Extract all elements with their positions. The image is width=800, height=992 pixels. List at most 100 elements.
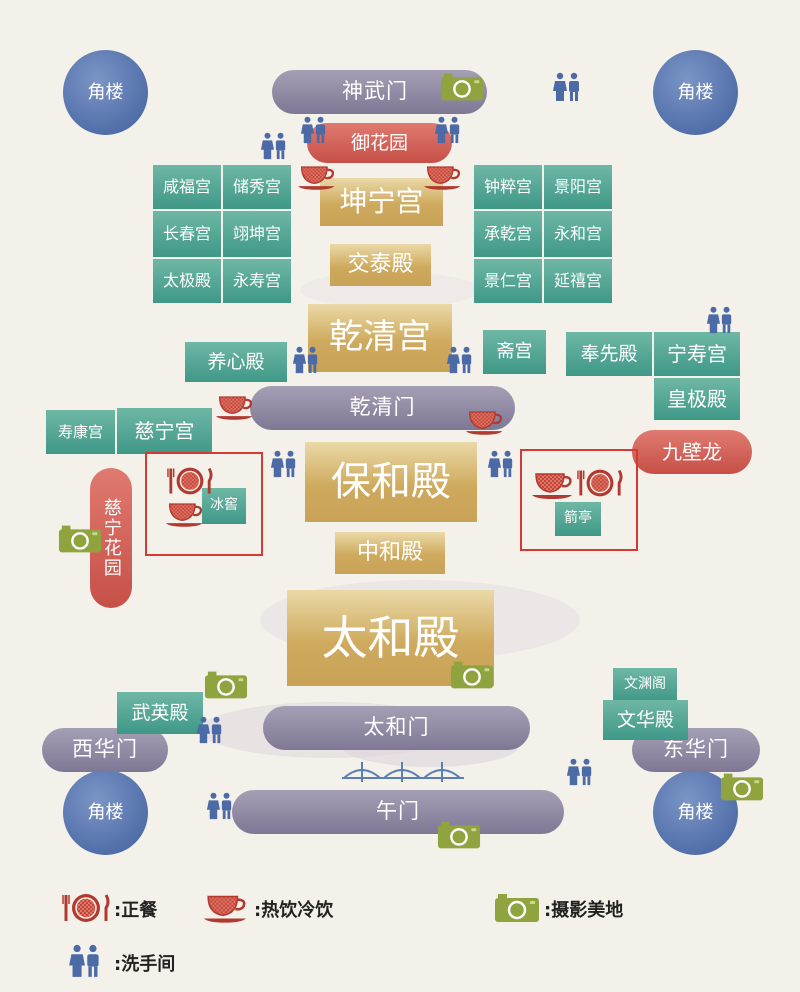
palace-taijidian[interactable]: 太极殿 bbox=[153, 259, 221, 303]
palace-jingyanggong[interactable]: 景阳宫 bbox=[544, 165, 612, 209]
corner-tower-label: 角楼 bbox=[87, 801, 124, 823]
golden-water-bridges-icon bbox=[342, 762, 464, 782]
legend-meal-label: :正餐 bbox=[114, 900, 158, 921]
restroom-icon bbox=[260, 132, 288, 160]
legend-drinks-label: :热饮冷饮 bbox=[254, 900, 334, 921]
restroom-icon bbox=[68, 944, 102, 978]
camera-icon bbox=[440, 72, 484, 102]
garden-label: 御花园 bbox=[350, 131, 408, 154]
camera-icon bbox=[58, 524, 102, 554]
meal-plate-icon bbox=[577, 467, 623, 499]
meal-plate-icon bbox=[167, 465, 213, 497]
palace-label: 永和宫 bbox=[553, 224, 602, 244]
hall-label: 中和殿 bbox=[356, 539, 423, 565]
palace-huangjidian[interactable]: 皇极殿 bbox=[654, 378, 740, 420]
palace-wenhuadian[interactable]: 文华殿 bbox=[603, 700, 688, 740]
garden-yuhuayuan[interactable]: 御花园 bbox=[307, 123, 452, 163]
meal-plate-icon bbox=[62, 892, 110, 924]
palace-label: 慈宁宫 bbox=[134, 419, 195, 443]
palace-chuxiugong[interactable]: 储秀宫 bbox=[223, 165, 291, 209]
gate-label: 午门 bbox=[376, 799, 420, 824]
corner-tower-label: 角楼 bbox=[87, 81, 124, 103]
palace-xianfugong[interactable]: 咸福宫 bbox=[153, 165, 221, 209]
cup-icon bbox=[204, 892, 250, 924]
palace-changchungong[interactable]: 长春宫 bbox=[153, 211, 221, 257]
hall-kunninggong[interactable]: 坤宁宫 bbox=[320, 178, 443, 226]
corner-tower-label: 角楼 bbox=[677, 801, 714, 823]
palace-shoukanggong[interactable]: 寿康宫 bbox=[46, 410, 115, 454]
palace-wenyuange[interactable]: 文渊阁 bbox=[613, 668, 677, 702]
restroom-icon bbox=[300, 116, 328, 144]
cup-icon bbox=[466, 408, 506, 436]
palace-yanxigong[interactable]: 延禧宫 bbox=[544, 259, 612, 303]
palace-label: 钟粹宫 bbox=[483, 177, 532, 197]
gate-label: 西华门 bbox=[72, 737, 138, 762]
hall-jiaotaidian[interactable]: 交泰殿 bbox=[330, 244, 431, 286]
palace-zhongcuigong[interactable]: 钟粹宫 bbox=[474, 165, 542, 209]
palace-label: 景阳宫 bbox=[553, 177, 602, 197]
palace-wuyingdian[interactable]: 武英殿 bbox=[117, 692, 203, 734]
cup-icon bbox=[298, 163, 338, 191]
palace-yikungong[interactable]: 翊坤宫 bbox=[223, 211, 291, 257]
camera-icon bbox=[720, 772, 764, 802]
palace-bingjiao[interactable]: 冰窖 bbox=[202, 488, 246, 524]
palace-label: 永寿宫 bbox=[232, 271, 281, 291]
corner-tower-nw[interactable]: 角楼 bbox=[63, 50, 148, 135]
landmark-label: 九壁龙 bbox=[662, 440, 722, 464]
restroom-icon bbox=[706, 306, 734, 334]
restroom-icon bbox=[196, 716, 224, 744]
hall-qianqinggong[interactable]: 乾清宫 bbox=[308, 304, 452, 372]
hall-label: 坤宁宫 bbox=[339, 184, 424, 218]
palace-label: 景仁宫 bbox=[483, 271, 532, 291]
cup-icon bbox=[216, 393, 256, 421]
camera-icon bbox=[437, 820, 481, 850]
palace-jingrengong[interactable]: 景仁宫 bbox=[474, 259, 542, 303]
palace-label: 文华殿 bbox=[616, 708, 674, 731]
palace-label: 武英殿 bbox=[131, 701, 189, 724]
gate-donghuamen[interactable]: 东华门 bbox=[632, 728, 760, 772]
landmark-jiulongbi[interactable]: 九壁龙 bbox=[632, 430, 752, 474]
palace-cininggong[interactable]: 慈宁宫 bbox=[117, 408, 212, 454]
camera-icon bbox=[450, 660, 494, 690]
gate-label: 东华门 bbox=[663, 737, 729, 762]
palace-fengxiandian[interactable]: 奉先殿 bbox=[566, 332, 652, 376]
corner-tower-sw[interactable]: 角楼 bbox=[63, 770, 148, 855]
palace-zhaigong[interactable]: 斋宫 bbox=[483, 330, 546, 374]
restroom-icon bbox=[292, 346, 320, 374]
hall-zhonghedian[interactable]: 中和殿 bbox=[335, 532, 445, 574]
restroom-icon bbox=[566, 758, 594, 786]
palace-label: 宁寿宫 bbox=[667, 342, 727, 366]
legend-photo-label: :摄影美地 bbox=[544, 900, 624, 921]
cup-icon bbox=[532, 470, 576, 500]
cup-icon bbox=[166, 500, 206, 528]
palace-label: 承乾宫 bbox=[483, 224, 532, 244]
gate-qianqingmen[interactable]: 乾清门 bbox=[250, 386, 515, 430]
corner-tower-ne[interactable]: 角楼 bbox=[653, 50, 738, 135]
legend-restroom-label: :洗手间 bbox=[114, 954, 176, 975]
gate-wumen[interactable]: 午门 bbox=[232, 790, 564, 834]
restroom-icon bbox=[487, 450, 515, 478]
palace-label: 翊坤宫 bbox=[232, 224, 281, 244]
gate-taihemen[interactable]: 太和门 bbox=[263, 706, 530, 750]
palace-ningshougong[interactable]: 宁寿宫 bbox=[654, 332, 740, 376]
restroom-icon bbox=[446, 346, 474, 374]
hall-baohedian[interactable]: 保和殿 bbox=[305, 442, 477, 522]
hall-label: 交泰殿 bbox=[347, 251, 414, 277]
palace-yongshougong[interactable]: 永寿宫 bbox=[223, 259, 291, 303]
gate-label: 太和门 bbox=[363, 715, 430, 740]
restroom-icon bbox=[270, 450, 298, 478]
palace-yonghegong[interactable]: 永和宫 bbox=[544, 211, 612, 257]
palace-chengqiangong[interactable]: 承乾宫 bbox=[474, 211, 542, 257]
gate-xihuamen[interactable]: 西华门 bbox=[42, 728, 168, 772]
hall-taihedian[interactable]: 太和殿 bbox=[287, 590, 494, 686]
palace-label: 皇极殿 bbox=[667, 387, 727, 411]
palace-jianting[interactable]: 箭亭 bbox=[555, 502, 601, 536]
palace-label: 箭亭 bbox=[564, 510, 592, 527]
restroom-icon bbox=[552, 72, 582, 102]
palace-label: 咸福宫 bbox=[162, 177, 211, 197]
palace-yangxindian[interactable]: 养心殿 bbox=[185, 342, 287, 382]
palace-label: 斋宫 bbox=[496, 341, 533, 363]
palace-label: 储秀宫 bbox=[232, 177, 281, 197]
highlight-frame-east bbox=[520, 449, 638, 551]
